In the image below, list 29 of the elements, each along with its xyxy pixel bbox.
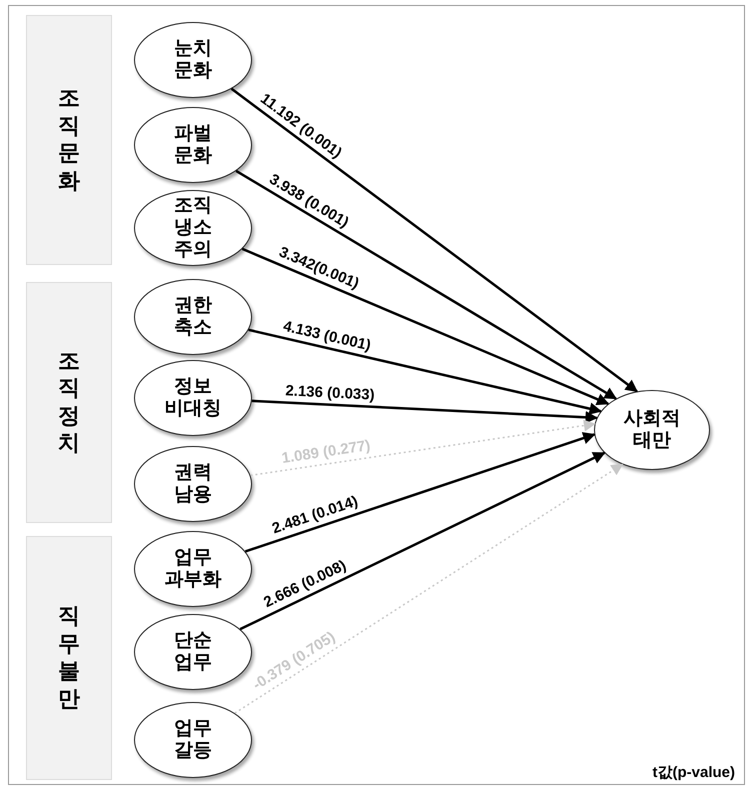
group-band bbox=[26, 15, 112, 265]
group-label: 직무불만 bbox=[58, 603, 80, 713]
variable-label: 파벌 문화 bbox=[173, 123, 213, 167]
variable-label: 권력 남용 bbox=[173, 462, 213, 506]
group-label: 조직문화 bbox=[58, 85, 80, 195]
arrow bbox=[242, 248, 610, 406]
arrow bbox=[250, 420, 596, 476]
group-label: 조직정치 bbox=[58, 348, 80, 458]
edge-label: 4.133 (0.001) bbox=[282, 318, 372, 354]
arrow bbox=[234, 464, 624, 714]
group-band bbox=[26, 282, 112, 523]
variable-label: 업무 과부화 bbox=[164, 547, 222, 591]
arrow bbox=[248, 328, 602, 415]
variable-label: 업무 갈등 bbox=[173, 718, 213, 762]
variable-label: 눈치 문화 bbox=[173, 38, 213, 82]
variable-label: 정보 비대칭 bbox=[164, 376, 222, 420]
arrow bbox=[230, 88, 638, 392]
variable-ellipse bbox=[594, 390, 710, 470]
arrow bbox=[244, 432, 596, 553]
variable-label: 권한 축소 bbox=[173, 295, 213, 339]
arrow bbox=[252, 400, 598, 424]
note-text: t값(p-value) bbox=[652, 763, 735, 783]
group-band bbox=[26, 536, 112, 780]
arrow bbox=[236, 170, 618, 400]
arrow bbox=[240, 452, 606, 630]
edge-label: 2.136 (0.033) bbox=[285, 383, 376, 402]
variable-label: 단순 업무 bbox=[173, 630, 213, 674]
variable-label: 사회적 태만 bbox=[622, 408, 682, 452]
variable-label: 조직 냉소 주의 bbox=[173, 195, 213, 261]
